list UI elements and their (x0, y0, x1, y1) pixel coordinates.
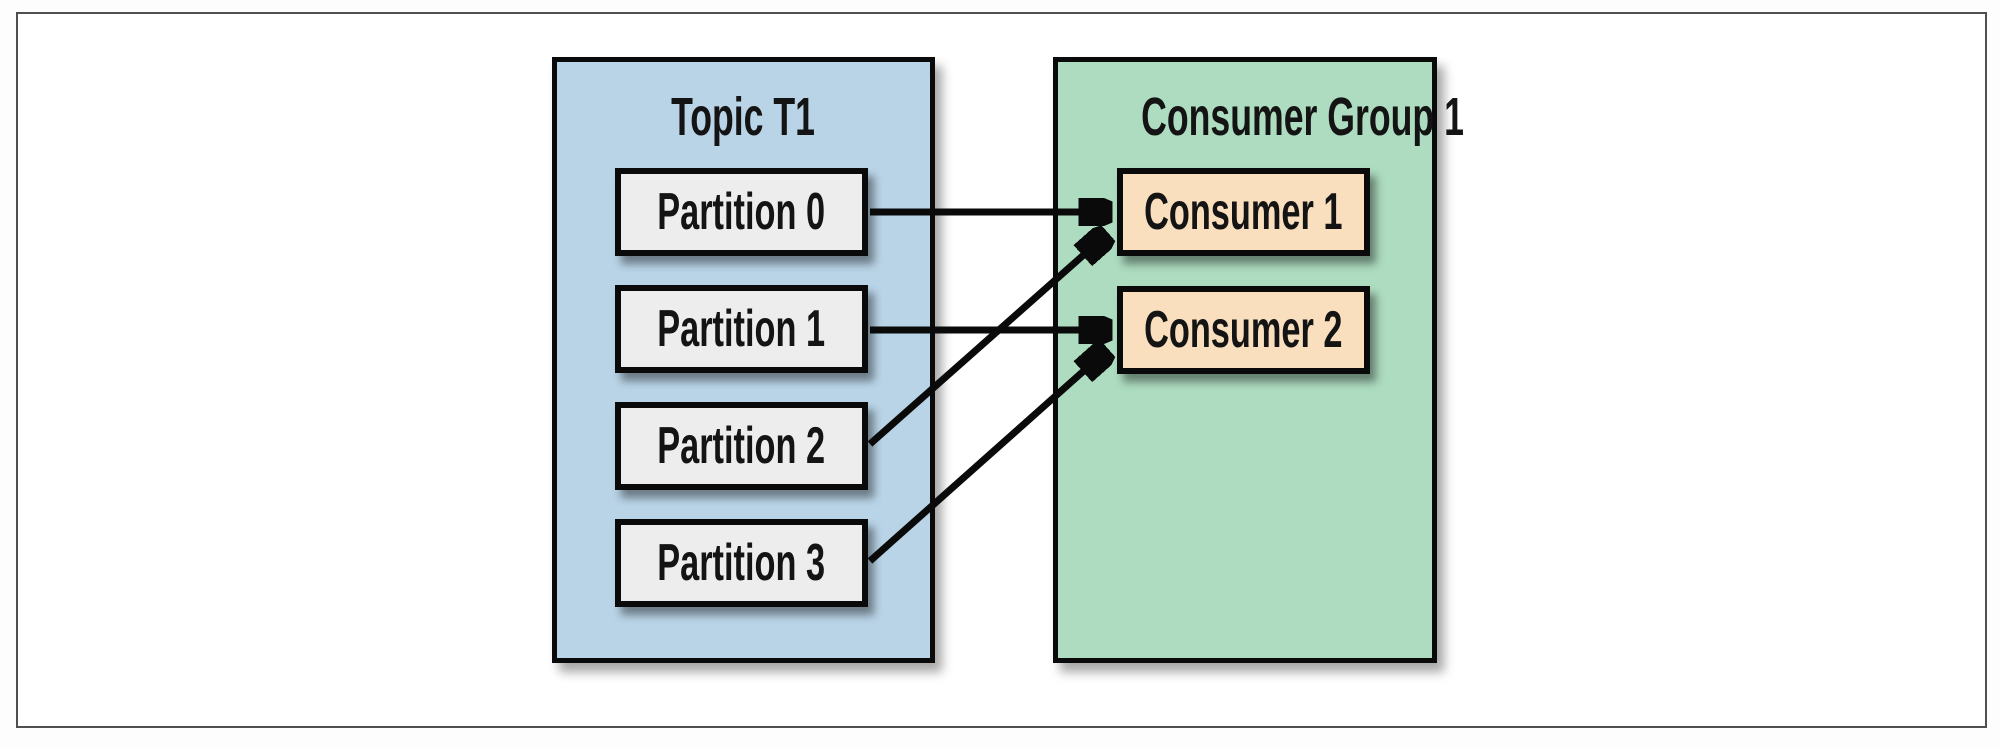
partition-box-0: Partition 0 (615, 168, 868, 256)
consumer-box-2: Consumer 2 (1117, 286, 1370, 374)
partition-label: Partition 1 (657, 300, 826, 358)
assignment-arrows (867, 14, 1985, 564)
consumer-label: Consumer 1 (1144, 183, 1343, 241)
partition-box-1: Partition 1 (615, 285, 868, 373)
partition-label: Partition 0 (657, 183, 826, 241)
partition-label: Partition 2 (657, 417, 826, 475)
topic-title: Topic T1 (557, 87, 930, 147)
consumer-group-title-text: Consumer Group 1 (1141, 87, 1464, 147)
consumer-group-box: Consumer Group 1 Consumer 1 Consumer 2 (1053, 57, 1464, 663)
partition-box-3: Partition 3 (615, 519, 868, 607)
figure-frame: Topic T1 Partition 0 Partition 1 Partiti… (16, 12, 1987, 728)
topic-box: Topic T1 Partition 0 Partition 1 Partiti… (552, 57, 935, 663)
partition-box-2: Partition 2 (615, 402, 868, 490)
topic-title-text: Topic T1 (671, 87, 816, 147)
consumer-box-1: Consumer 1 (1117, 168, 1370, 256)
partition-label: Partition 3 (657, 534, 826, 592)
consumer-group-title: Consumer Group 1 (1058, 87, 1464, 147)
consumer-label: Consumer 2 (1144, 301, 1343, 359)
